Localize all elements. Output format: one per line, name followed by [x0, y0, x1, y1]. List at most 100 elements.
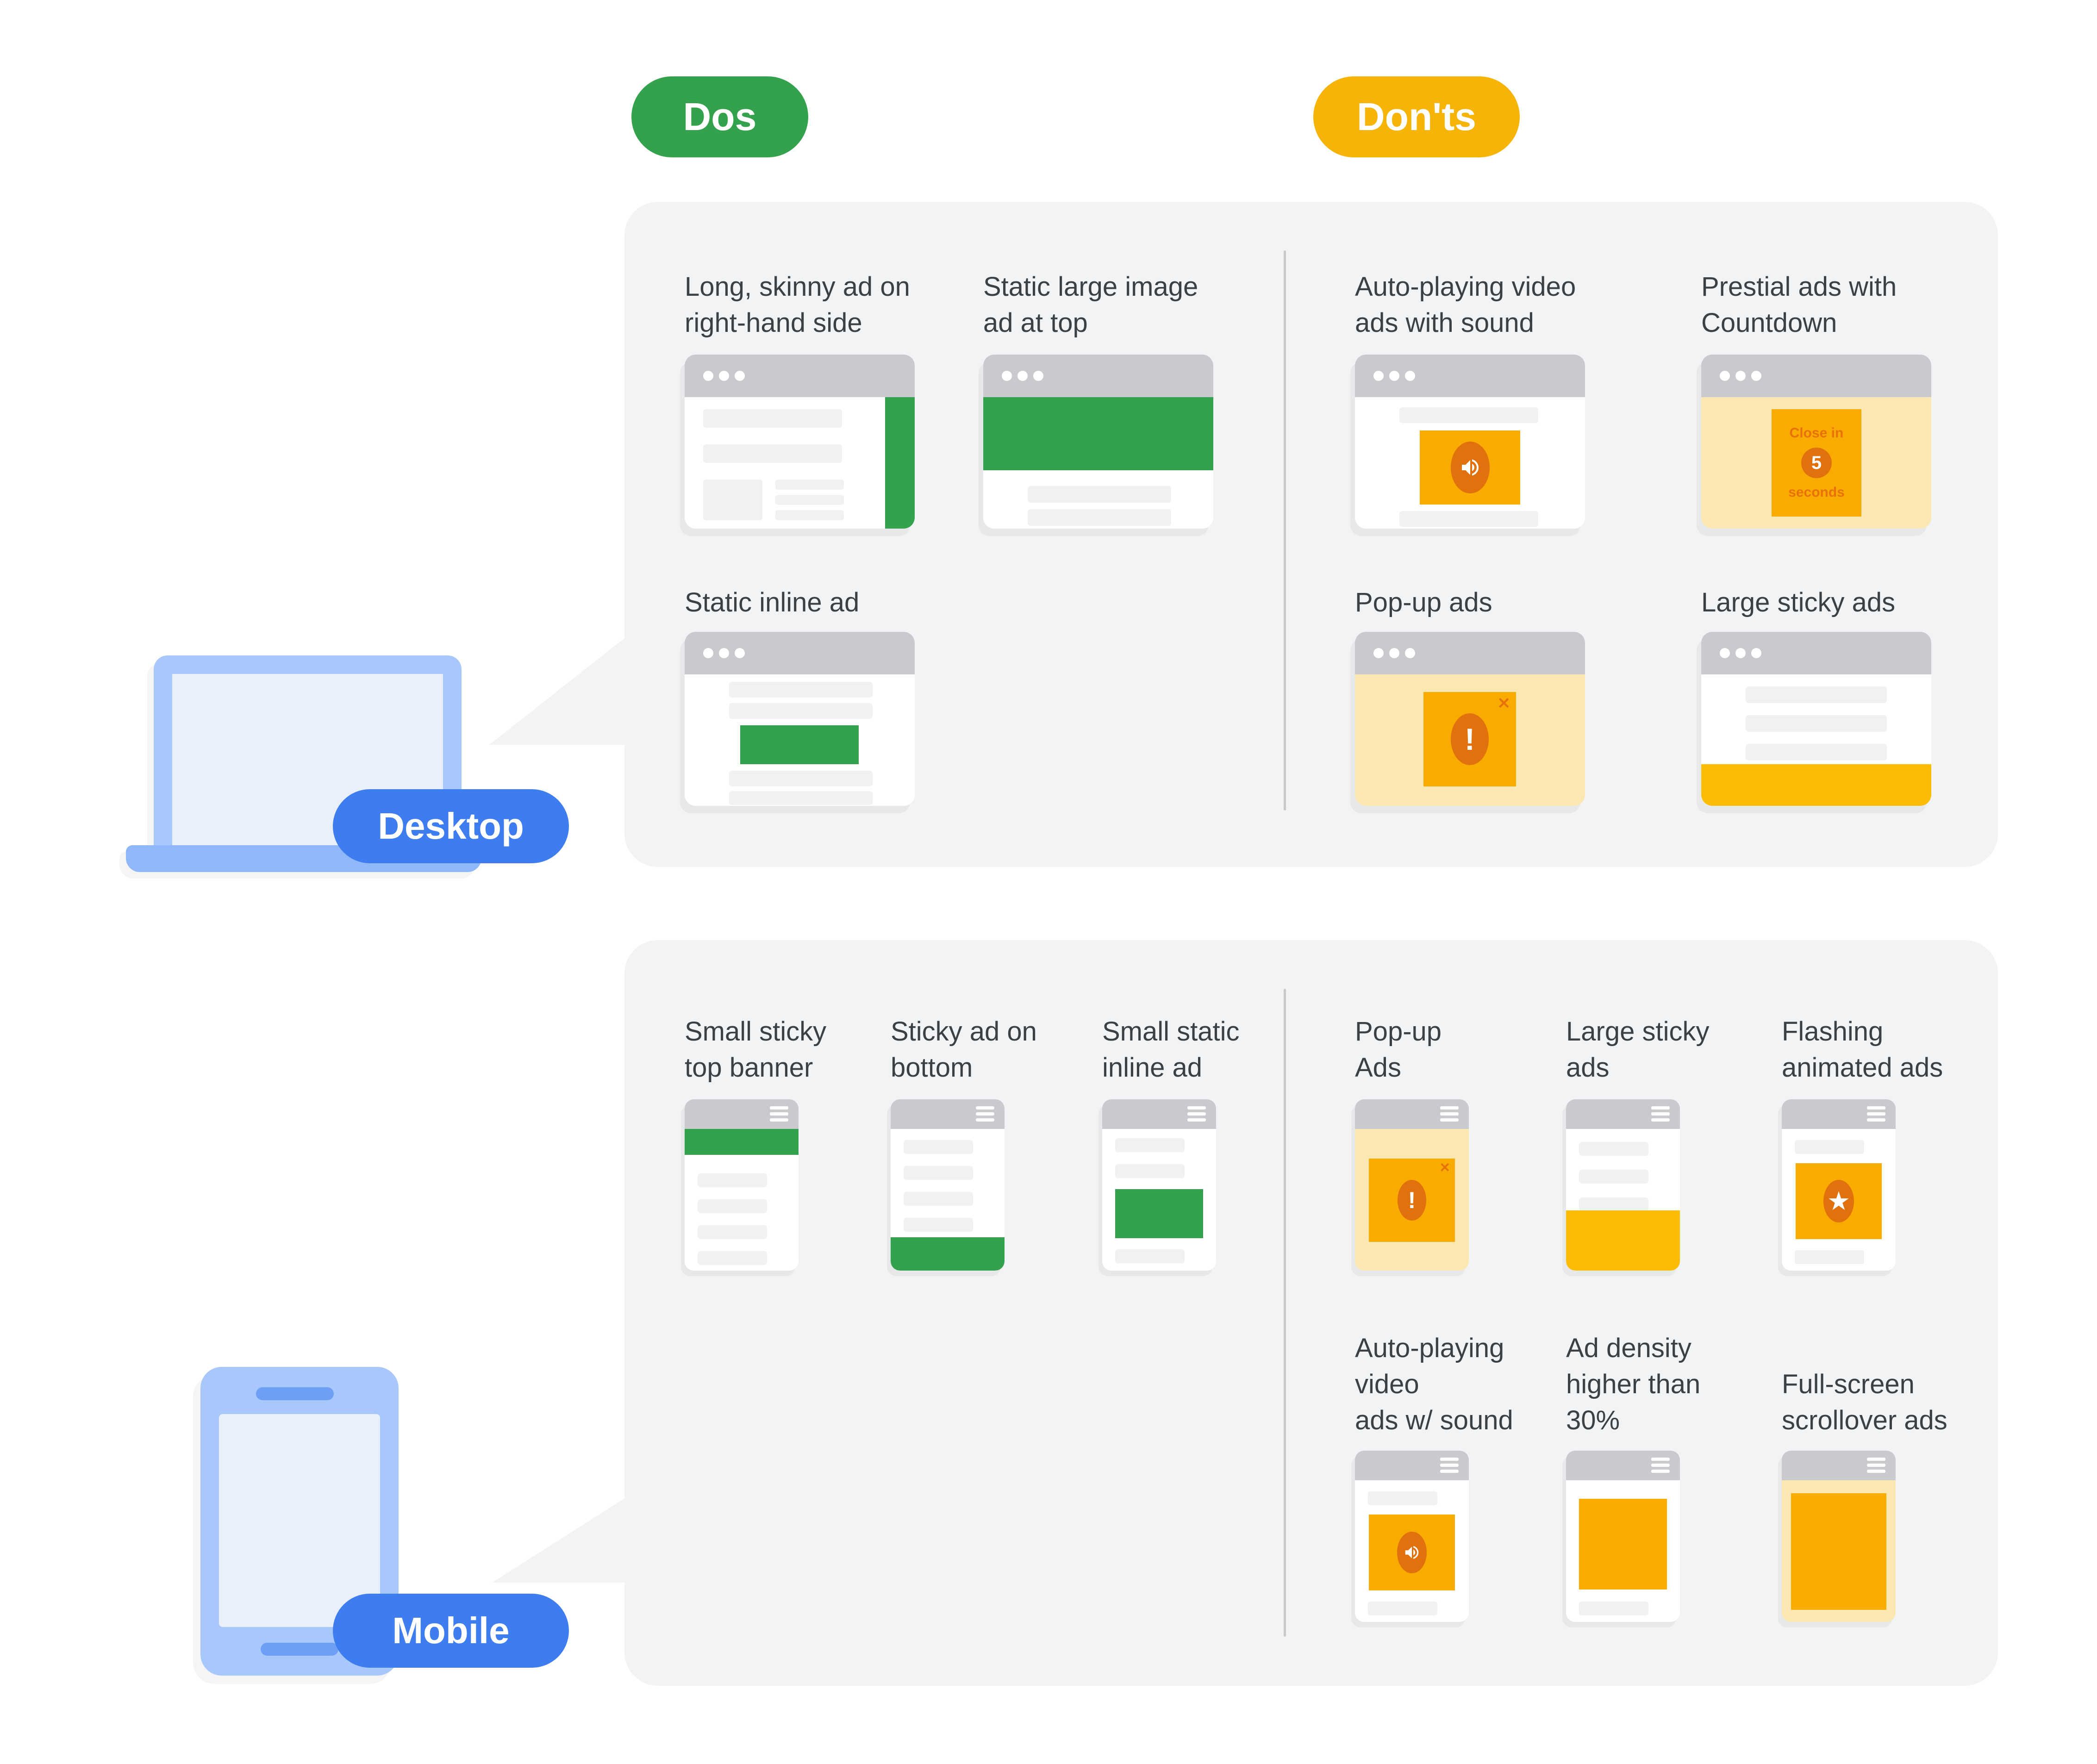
- ad-label: Full-screen scrollover ads: [1782, 1369, 1947, 1435]
- phone-content: [685, 1129, 799, 1271]
- placeholder-line: [904, 1166, 973, 1180]
- window-dots-icon: [1751, 371, 1761, 381]
- ad-label: Pop-up ads: [1355, 587, 1492, 617]
- placeholder-line: [775, 495, 844, 505]
- ad-slot-green: [885, 397, 915, 529]
- popup-window: ✕ !: [1369, 1159, 1455, 1242]
- window-dots-icon: [1017, 371, 1028, 381]
- browser-content: ✕ !: [1355, 674, 1585, 806]
- placeholder-line: [1115, 1164, 1185, 1178]
- desktop-panel: Long, skinny ad on right-hand side Stati…: [624, 202, 1998, 867]
- menu-icon: [976, 1112, 994, 1116]
- popup-window: ✕ !: [1423, 692, 1516, 786]
- placeholder-line: [1399, 407, 1538, 423]
- countdown-icon: Close in 5 seconds: [1772, 409, 1861, 517]
- ad-label: Static inline ad: [685, 587, 860, 617]
- menu-icon: [1867, 1458, 1885, 1461]
- ad-label: Pop-up Ads: [1355, 1016, 1442, 1083]
- placeholder-line: [904, 1192, 973, 1206]
- placeholder-line: [698, 1199, 767, 1213]
- menu-icon: [1867, 1112, 1885, 1116]
- menu-icon: [1867, 1118, 1885, 1122]
- menu-icon: [1651, 1458, 1670, 1461]
- placeholder-line: [703, 444, 842, 463]
- menu-icon: [1187, 1112, 1206, 1116]
- dos-badge-label: Dos: [683, 95, 757, 138]
- ad-slot-green: [1115, 1189, 1203, 1238]
- desktop-label-pill: Desktop: [333, 789, 569, 863]
- mobile-label: Mobile: [392, 1610, 510, 1651]
- window-dots-icon: [1033, 371, 1043, 381]
- menu-icon: [1651, 1118, 1670, 1122]
- mockup-popup-ad: ✕ !: [1355, 632, 1585, 806]
- window-dots-icon: [703, 371, 713, 381]
- dos-donts-divider: [1284, 250, 1286, 810]
- window-dots-icon: [719, 371, 729, 381]
- placeholder-line: [1746, 744, 1887, 760]
- menu-icon: [770, 1106, 788, 1110]
- window-dots-icon: [735, 371, 745, 381]
- donts-badge-label: Don'ts: [1357, 95, 1476, 138]
- ad-label: Static large image ad at top: [983, 272, 1198, 338]
- phone-content: [1566, 1480, 1680, 1622]
- ad-slot-yellow: [1791, 1493, 1886, 1610]
- phone-screen: [219, 1414, 380, 1627]
- mockup-autoplay-video-ad-mobile: [1355, 1451, 1469, 1622]
- window-dots-icon: [1389, 371, 1399, 381]
- exclamation-icon: !: [1451, 713, 1489, 765]
- mockup-autoplay-video-ad: [1355, 355, 1585, 529]
- browser-titlebar: [1701, 355, 1931, 397]
- placeholder-line: [1115, 1249, 1185, 1263]
- ad-label: Prestial ads with Countdown: [1701, 272, 1897, 338]
- menu-icon: [1440, 1118, 1459, 1122]
- placeholder-line: [703, 409, 842, 428]
- ad-slot-green: [740, 725, 859, 764]
- ad-label: Large sticky ads: [1566, 1016, 1710, 1083]
- mobile-label-pill: Mobile: [333, 1594, 569, 1668]
- placeholder-line: [729, 703, 873, 719]
- menu-icon: [1867, 1470, 1885, 1473]
- placeholder-line: [729, 791, 873, 805]
- placeholder-line: [1579, 1602, 1648, 1615]
- browser-content: [685, 397, 915, 529]
- dos-donts-divider: [1284, 989, 1286, 1637]
- mockup-fullscreen-scrollover-ad: [1782, 1451, 1896, 1622]
- window-dots-icon: [719, 648, 729, 658]
- phone-titlebar: [1566, 1451, 1680, 1480]
- phone-titlebar: [1782, 1451, 1896, 1480]
- close-icon: ✕: [1497, 695, 1511, 712]
- ad-slot-yellow: [1420, 430, 1520, 505]
- phone-content: ★: [1782, 1129, 1896, 1271]
- placeholder-line: [775, 510, 844, 520]
- placeholder-line: [775, 480, 844, 490]
- star-icon: ★: [1823, 1180, 1854, 1222]
- placeholder-line: [1115, 1138, 1185, 1152]
- phone-titlebar: [891, 1099, 1005, 1129]
- countdown-line1: Close in: [1789, 425, 1844, 441]
- mockup-ad-density-over-30: [1566, 1451, 1680, 1622]
- mobile-panel: Small sticky top banner Sticky ad on bot…: [624, 940, 1998, 1686]
- ad-slot-green: [891, 1237, 1005, 1271]
- placeholder-line: [1399, 511, 1538, 527]
- browser-titlebar: [685, 355, 915, 397]
- menu-icon: [1440, 1470, 1459, 1473]
- phone-content: [891, 1129, 1005, 1271]
- window-dots-icon: [1389, 648, 1399, 658]
- ad-slot-yellow: [1566, 1210, 1680, 1271]
- volume-icon: [1450, 442, 1490, 493]
- window-dots-icon: [1751, 648, 1761, 658]
- window-dots-icon: [1735, 371, 1746, 381]
- phone-content: [1782, 1480, 1896, 1622]
- placeholder-line: [904, 1218, 973, 1232]
- placeholder-line: [1579, 1170, 1648, 1184]
- menu-icon: [1440, 1112, 1459, 1116]
- phone-titlebar: [1782, 1099, 1896, 1129]
- placeholder-block: [703, 480, 762, 520]
- menu-icon: [976, 1106, 994, 1110]
- volume-icon: [1397, 1532, 1427, 1573]
- phone-speaker: [256, 1387, 334, 1400]
- menu-icon: [770, 1112, 788, 1116]
- placeholder-line: [698, 1225, 767, 1239]
- popup-center: !: [1423, 692, 1516, 786]
- phone-content: [1355, 1480, 1469, 1622]
